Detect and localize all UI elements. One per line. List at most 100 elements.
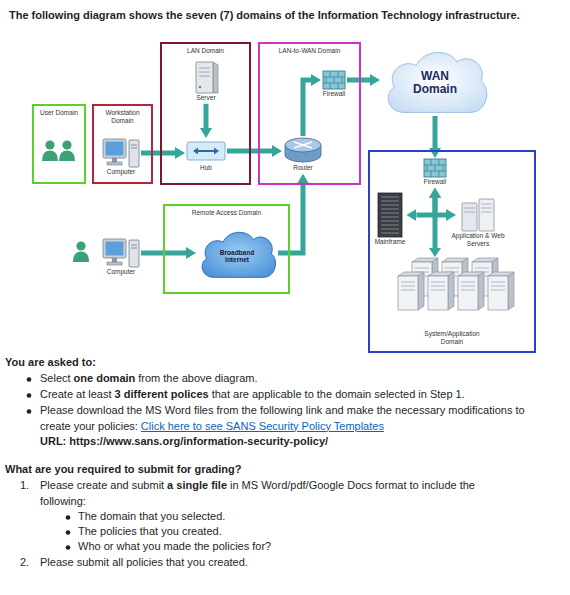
domain-label: Remote Access Domain bbox=[192, 209, 261, 217]
text-paragraph: Please download the MS Word files from t… bbox=[40, 403, 545, 434]
firewall-icon bbox=[423, 158, 447, 178]
server-tower bbox=[458, 272, 484, 310]
computer-icon: Computer bbox=[101, 138, 141, 178]
user-domain-box: User Domain bbox=[32, 104, 86, 184]
connector-arrow bbox=[141, 151, 175, 156]
hub-body bbox=[187, 142, 225, 160]
computer-tower bbox=[129, 240, 139, 267]
server-tower bbox=[488, 272, 514, 310]
server-side bbox=[213, 62, 218, 93]
cluster-arrow-shaft bbox=[433, 215, 438, 249]
bullet-dot bbox=[66, 530, 71, 535]
cloud-label: Broadband Internet bbox=[214, 249, 260, 263]
server-icon bbox=[193, 60, 219, 94]
router-top bbox=[285, 138, 321, 152]
lan-to-wan-domain-box: LAN-to-WAN DomainFirewallRouter bbox=[258, 42, 361, 185]
domain-label: LAN Domain bbox=[187, 47, 224, 55]
domain-label: LAN-to-WAN Domain bbox=[279, 47, 341, 55]
text-paragraph: Selectone domainfrom the above diagram. bbox=[40, 371, 555, 387]
text-paragraph: 2. bbox=[20, 555, 38, 571]
hub-arrow-shaft bbox=[197, 150, 215, 152]
hub-arrow-head bbox=[214, 148, 219, 155]
bold-text: 3 different polices bbox=[115, 388, 209, 400]
page-title: The following diagram shows the seven (7… bbox=[9, 9, 520, 21]
text-paragraph: You are asked to: bbox=[5, 355, 545, 371]
app-server bbox=[462, 203, 477, 231]
broadband-cloud: Broadband Internet bbox=[196, 226, 278, 280]
device-label: Server bbox=[196, 94, 215, 102]
web-server-icon: Application & Web Servers bbox=[446, 198, 510, 250]
mainframe-icon bbox=[376, 192, 404, 238]
body-text: Please create and submit bbox=[40, 479, 164, 491]
computer-icon: Computer bbox=[101, 238, 141, 278]
web-server-icon bbox=[460, 198, 496, 232]
router-icon: Router bbox=[282, 136, 324, 174]
body-text: Create at least bbox=[40, 388, 112, 400]
drive-slots bbox=[131, 245, 137, 248]
workstation-domain-box: Workstation DomainComputer bbox=[92, 104, 153, 184]
bullet-dot bbox=[66, 515, 71, 520]
text-paragraph: Who or what you made the policies for? bbox=[78, 539, 548, 555]
hub-icon: Hub bbox=[185, 138, 227, 174]
firewall-icon: Firewall bbox=[422, 158, 448, 188]
bullet-dot bbox=[66, 545, 71, 550]
body-text: The policies that you created. bbox=[78, 525, 222, 537]
computer-icon bbox=[102, 238, 140, 268]
bold-text: What are you required to submit for grad… bbox=[5, 463, 242, 475]
firewall-icon bbox=[322, 70, 346, 90]
body-text: Please submit all policies that you crea… bbox=[40, 556, 248, 568]
lan-domain-box: LAN DomainServerHub bbox=[160, 42, 251, 185]
computer-tower bbox=[129, 140, 139, 167]
cloud-label: WAN Domain bbox=[403, 70, 467, 96]
screen bbox=[106, 142, 124, 156]
mainframe-stripes bbox=[381, 197, 399, 233]
body-text: from the above diagram. bbox=[138, 372, 257, 384]
monitor-base bbox=[107, 262, 122, 265]
mainframe-body bbox=[378, 193, 402, 237]
device-label: Firewall bbox=[323, 90, 345, 98]
body-text: The domain that you selected. bbox=[78, 510, 225, 522]
monitor-stand bbox=[112, 258, 117, 262]
cluster-arrow bbox=[429, 215, 441, 257]
monitor bbox=[103, 239, 126, 258]
monitor-stand bbox=[112, 158, 117, 162]
text-paragraph: Please create and submita single filein … bbox=[40, 478, 510, 509]
router-icon bbox=[283, 136, 323, 164]
screen bbox=[106, 242, 124, 256]
firewall-body bbox=[424, 159, 446, 177]
text-paragraph: The domain that you selected. bbox=[78, 509, 548, 525]
hub-arrow-head bbox=[193, 148, 198, 155]
connector-arrow bbox=[347, 78, 370, 83]
body-text: 2. bbox=[20, 556, 29, 568]
user-icons bbox=[42, 140, 89, 262]
server-icon: Server bbox=[192, 60, 220, 104]
device-label: Computer bbox=[107, 168, 136, 176]
server-tower bbox=[398, 272, 424, 310]
device-label: Hub bbox=[200, 164, 212, 172]
text-paragraph: Please submit all policies that you crea… bbox=[40, 555, 540, 571]
link-text: Click here to see SANS Security Policy T… bbox=[141, 420, 384, 432]
bullet-dot bbox=[27, 393, 32, 398]
firewall-bricks bbox=[323, 71, 345, 89]
firewall-icon: Firewall bbox=[321, 70, 347, 100]
domain-label: System/Application Domain bbox=[415, 330, 489, 346]
computer-icon bbox=[102, 138, 140, 168]
bold-text: URL: https://www.sans.org/information-se… bbox=[40, 435, 328, 447]
monitor bbox=[103, 139, 126, 158]
device-label: Computer bbox=[107, 268, 136, 276]
cloud-outline bbox=[388, 52, 486, 112]
firewall-body bbox=[323, 71, 345, 89]
system-application-domain-box: System/Application DomainFirewallMainfra… bbox=[368, 150, 536, 353]
body-text: 1. bbox=[20, 479, 29, 491]
connector-arrow bbox=[433, 116, 438, 148]
server-tower bbox=[428, 272, 454, 310]
connector-arrow bbox=[416, 198, 435, 215]
bold-text: a single file bbox=[167, 479, 227, 491]
domain-label: User Domain bbox=[40, 109, 78, 117]
server-led bbox=[199, 86, 201, 88]
device-label: Firewall bbox=[424, 178, 446, 186]
connector-arrow bbox=[435, 198, 446, 215]
firewall-bricks bbox=[424, 159, 446, 177]
connector-arrow bbox=[204, 104, 209, 128]
